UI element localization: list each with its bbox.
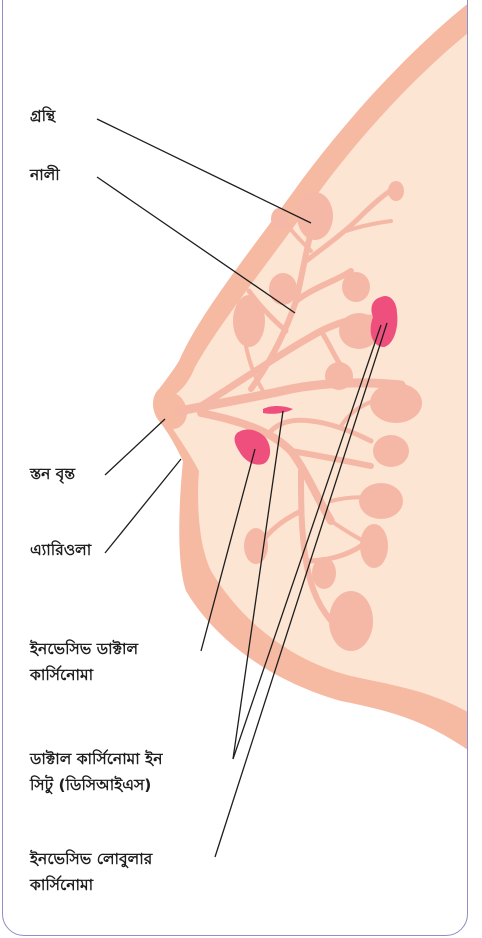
- label-idc-line1: ইনভেসিভ ডাক্টাল: [30, 636, 138, 662]
- label-gland: গ্রন্থি: [30, 103, 55, 129]
- leader-areola: [105, 459, 181, 553]
- label-areola: এ্যারিওলা: [30, 537, 91, 563]
- label-dcis-line1: ডাক্টাল কার্সিনোমা ইন: [30, 746, 163, 772]
- label-dcis-line2: সিটু (ডিসিআইএস): [30, 772, 151, 798]
- label-idc-line2: কার্সিনোমা: [30, 662, 93, 688]
- label-duct: নালী: [30, 162, 60, 188]
- leader-nipple: [105, 419, 165, 475]
- label-ilc-line1: ইনভেসিভ লোবুলার: [30, 846, 152, 872]
- leader-gland: [97, 119, 311, 223]
- label-ilc-line2: কার্সিনোমা: [30, 872, 93, 898]
- label-nipple: স্তন বৃন্ত: [30, 461, 75, 487]
